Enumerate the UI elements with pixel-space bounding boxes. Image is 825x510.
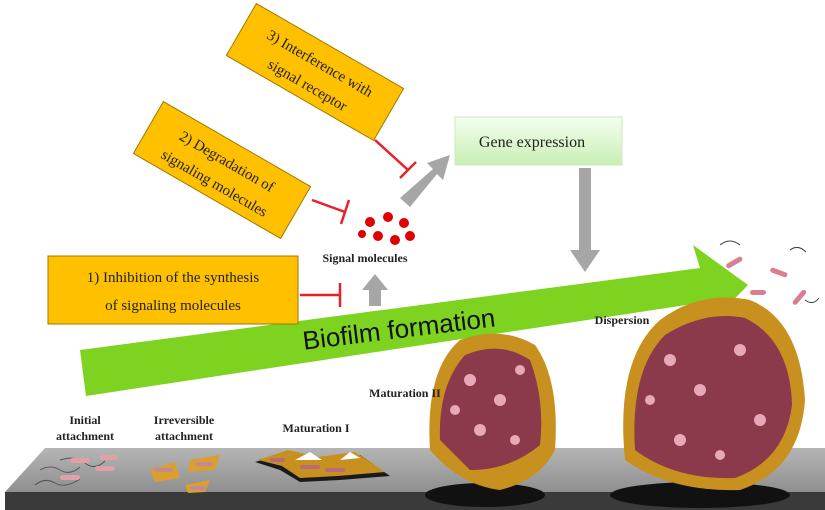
gene-expression-box (454, 116, 623, 166)
strategy-1-line2: of signaling molecules (105, 298, 241, 314)
arrow-up-icon (362, 274, 388, 306)
inhibitor-2-icon (311, 198, 351, 225)
maturation-1-cluster (255, 450, 390, 482)
stage-initial-label-2: attachment (56, 429, 114, 443)
stage-irreversible-label-2: attachment (155, 429, 213, 443)
inhibitor-1-icon (300, 283, 342, 307)
flow-arrows (362, 155, 600, 306)
strategy-1-line1: 1) Inhibition of the synthesis (87, 270, 260, 286)
strategy-box-2: 2) Degradation of signaling molecules (132, 100, 312, 240)
maturation-2-cluster (425, 333, 556, 507)
strategy-box-3: 3) Interference with signal receptor (225, 2, 405, 142)
arrow-diagonal-icon (400, 155, 450, 207)
stage-dispersion-label: Dispersion (595, 313, 650, 327)
stage-maturation-1-label: Maturation I (283, 421, 350, 435)
stage-initial-label-1: Initial (69, 413, 101, 427)
gene-expression-label: Gene expression (479, 134, 585, 151)
initial-attachment-cells (34, 455, 118, 486)
stage-maturation-2-label: Maturation II (369, 386, 441, 400)
dispersion-cluster (610, 240, 820, 508)
signal-molecules-dots (358, 212, 415, 245)
stage-irreversible-label-1: Irreversible (154, 413, 215, 427)
biofilm-formation-arrow (80, 245, 748, 396)
arrow-down-icon (570, 168, 600, 272)
inhibitor-marks (300, 139, 417, 307)
signal-molecules-label: Signal molecules (322, 251, 407, 265)
inhibitor-3-icon (374, 139, 417, 179)
irreversible-attachment-cells (150, 455, 220, 493)
strategy-box-1: 1) Inhibition of the synthesis of signal… (47, 255, 299, 325)
